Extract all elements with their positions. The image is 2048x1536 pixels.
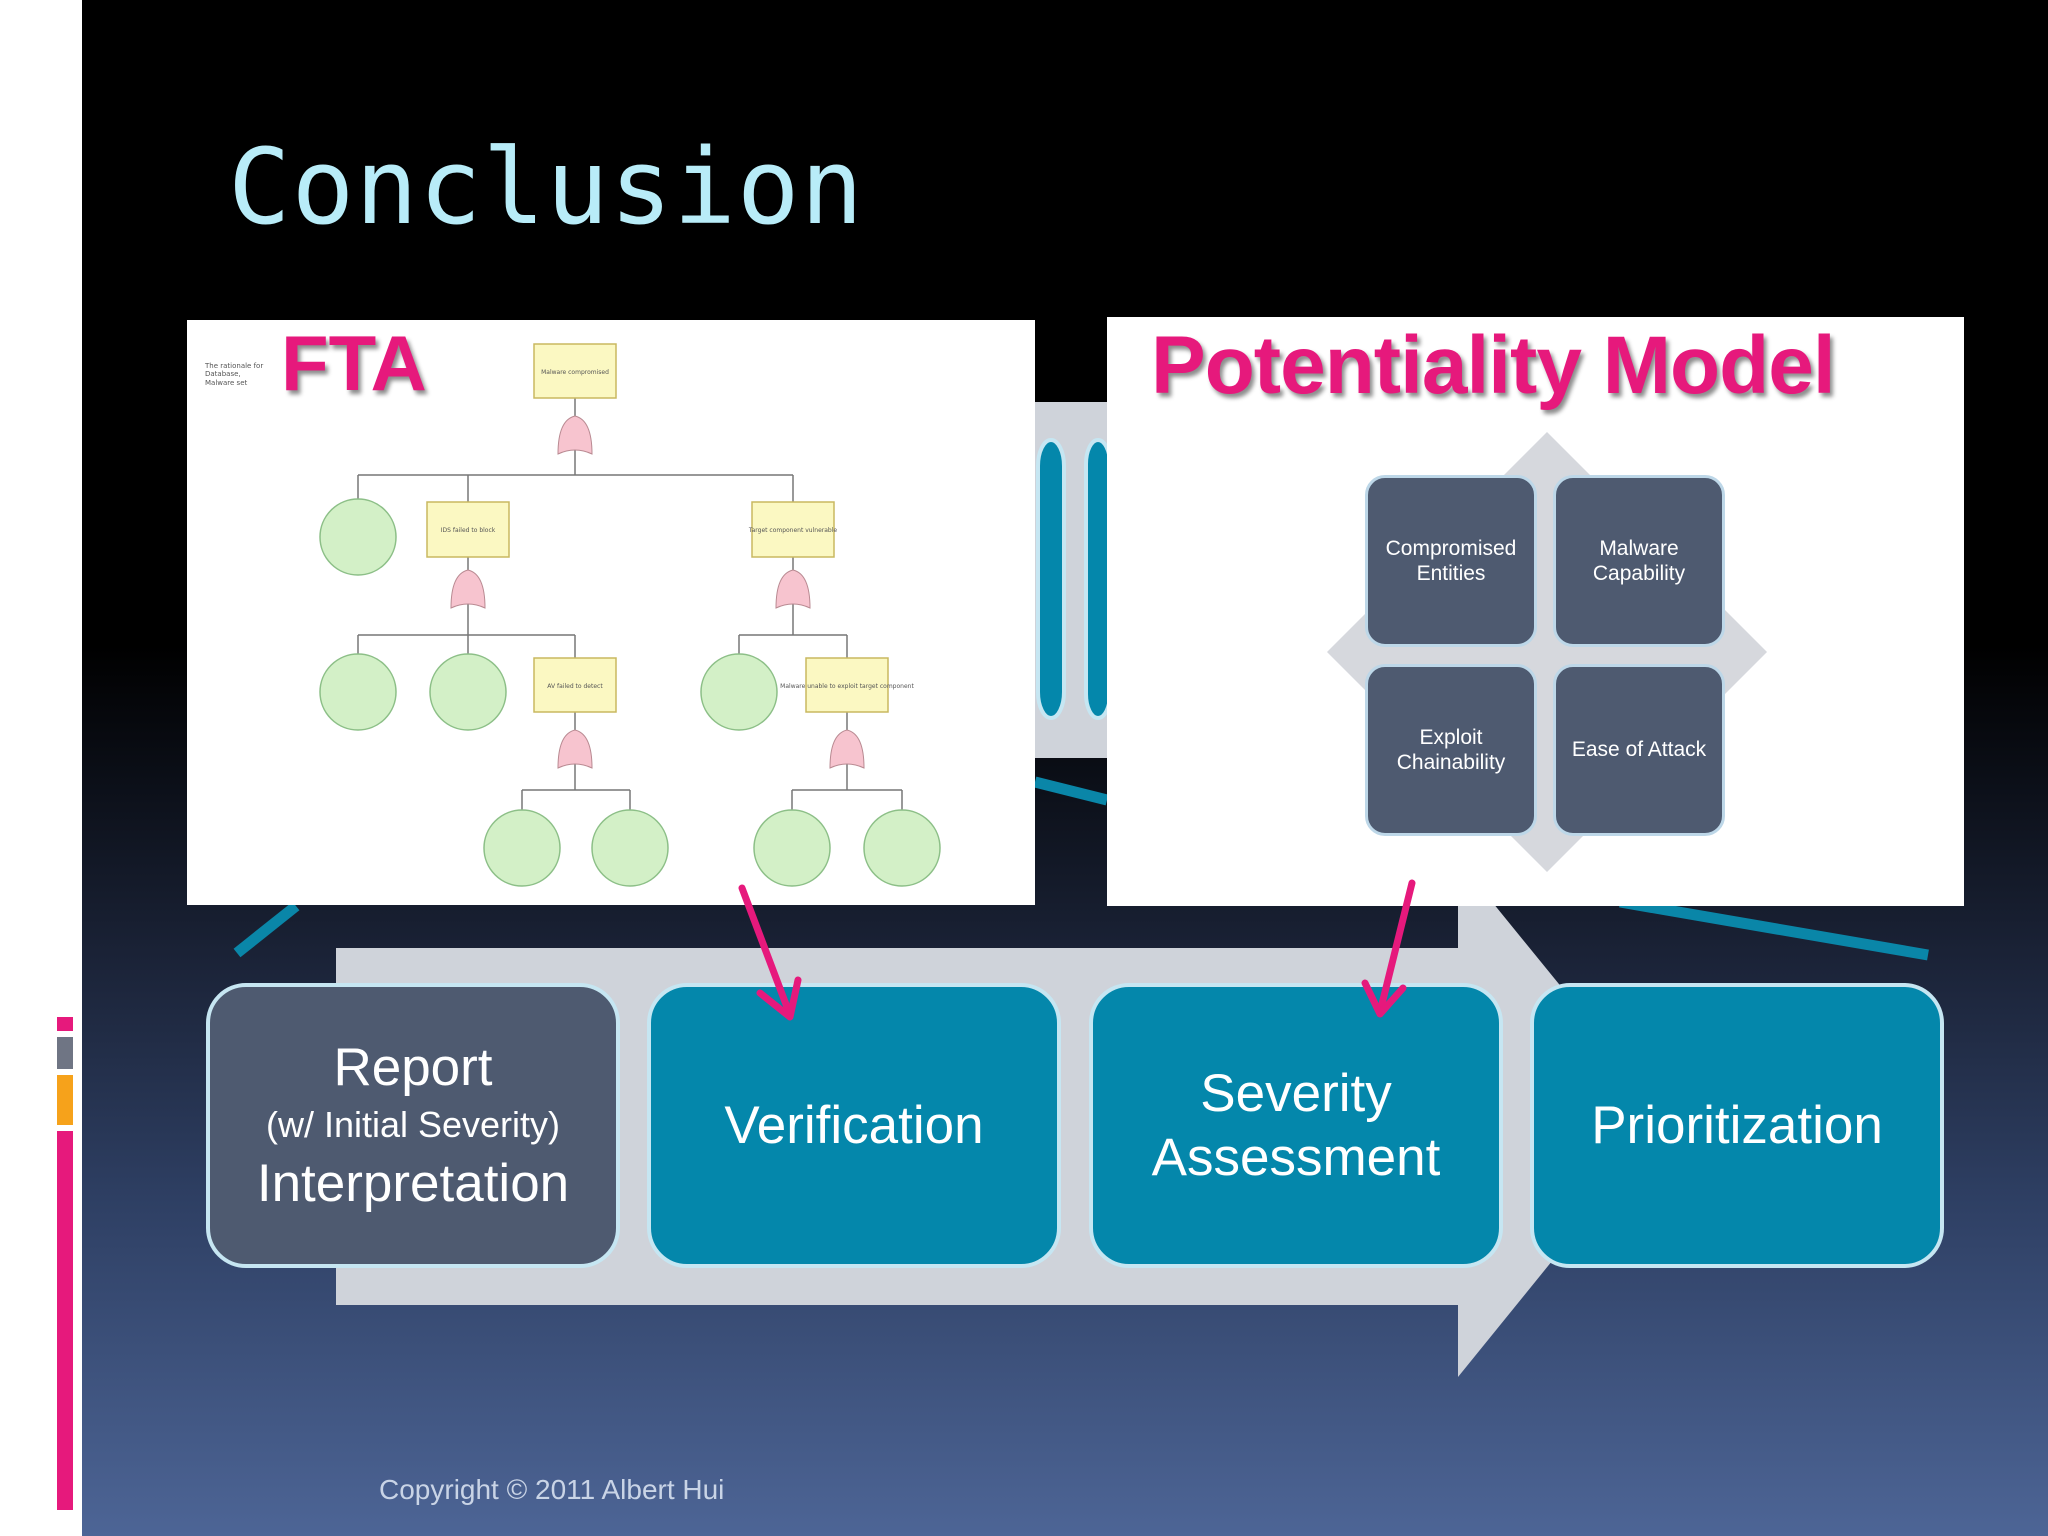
potentiality-model-title: Potentiality Model bbox=[1151, 320, 1836, 411]
accent-bar-pink-top bbox=[57, 1017, 73, 1031]
fta-title: FTA bbox=[281, 319, 427, 407]
step-4-label: Prioritization bbox=[1591, 1095, 1883, 1155]
pm-quadrant-label: Exploit Chainability bbox=[1396, 725, 1506, 774]
fta-mid-right-label: Target component vulnerable bbox=[748, 527, 837, 534]
pm-quadrant-label: Ease of Attack bbox=[1571, 738, 1707, 762]
potentiality-model-card: Potentiality Model Compromised Entities … bbox=[1107, 317, 1964, 906]
accent-bar-gray bbox=[57, 1037, 73, 1069]
arrow-fta-head bbox=[756, 976, 802, 1021]
arrow-model-head bbox=[1361, 979, 1407, 1018]
step-severity-assessment: Severity Assessment bbox=[1089, 983, 1503, 1268]
fta-event-box-mid-right bbox=[751, 501, 835, 558]
step-2-label: Verification bbox=[724, 1095, 984, 1155]
fta-or-gate-sub-left bbox=[557, 729, 593, 769]
pm-quadrant-exploit-chainability: Exploit Chainability bbox=[1365, 664, 1537, 836]
teal-line-middle bbox=[1033, 776, 1109, 806]
teal-line-left bbox=[233, 901, 300, 958]
pm-quadrant-malware-capability: Malware Capability bbox=[1553, 475, 1725, 647]
title-stripes-decoration bbox=[48, 150, 82, 236]
fta-card: The rationale for Database, Malware set … bbox=[187, 320, 1035, 905]
fta-caption-note: The rationale for Database, Malware set bbox=[205, 362, 264, 387]
fta-basic-event-2 bbox=[319, 653, 397, 731]
fta-basic-event-8 bbox=[863, 809, 941, 887]
accent-bar-pink-long bbox=[57, 1131, 73, 1510]
slide-title: Conclusion bbox=[228, 126, 865, 248]
step-1-line-2: (w/ Initial Severity) bbox=[265, 1104, 561, 1146]
pm-quadrant-label: Compromised Entities bbox=[1385, 536, 1517, 585]
step-1-line-1: Report bbox=[333, 1037, 493, 1097]
step-1-line-3: Interpretation bbox=[256, 1153, 570, 1213]
step-report-interpretation: Report (w/ Initial Severity) Interpretat… bbox=[206, 983, 620, 1268]
accent-bar-orange bbox=[57, 1075, 73, 1125]
fta-event-box-top bbox=[533, 343, 617, 399]
fta-or-gate-left bbox=[450, 569, 486, 609]
fta-basic-event-3 bbox=[429, 653, 507, 731]
fta-basic-event-7 bbox=[753, 809, 831, 887]
fta-sub-mid-label: AV failed to detect bbox=[547, 683, 603, 690]
fta-basic-event-1 bbox=[319, 498, 397, 576]
step-prioritization: Prioritization bbox=[1530, 983, 1944, 1268]
step-3-line-1: Severity bbox=[1200, 1063, 1392, 1123]
fta-or-gate-top bbox=[557, 415, 593, 455]
fta-basic-event-4 bbox=[700, 653, 778, 731]
fta-event-box-mid-left bbox=[426, 501, 510, 558]
pm-quadrant-ease-of-attack: Ease of Attack bbox=[1553, 664, 1725, 836]
fault-tree-diagram: Malware compromised IDS failed to block … bbox=[319, 343, 941, 887]
fta-or-gate-right bbox=[775, 569, 811, 609]
fta-or-gate-sub-right bbox=[829, 729, 865, 769]
hidden-step-box-1 bbox=[1036, 438, 1066, 720]
fta-event-box-sub-right bbox=[805, 657, 889, 713]
pm-quadrant-label: Malware Capability bbox=[1592, 536, 1686, 585]
step-verification: Verification bbox=[647, 983, 1061, 1268]
fta-basic-event-5 bbox=[483, 809, 561, 887]
pm-quadrant-compromised-entities: Compromised Entities bbox=[1365, 475, 1537, 647]
step-3-line-2: Assessment bbox=[1151, 1127, 1441, 1187]
fta-mid-left-label: IDS failed to block bbox=[441, 527, 496, 534]
fta-sub-right-label: Malware unable to exploit target compone… bbox=[780, 683, 914, 690]
fta-basic-event-6 bbox=[591, 809, 669, 887]
arrow-fta-to-verification bbox=[738, 884, 794, 1019]
fta-event-box-sub-mid bbox=[533, 657, 617, 713]
fta-top-label: Malware compromised bbox=[541, 369, 609, 376]
arrow-model-to-severity bbox=[1376, 879, 1416, 1016]
teal-line-right bbox=[1619, 896, 1929, 961]
copyright-footer: Copyright © 2011 Albert Hui bbox=[379, 1474, 725, 1505]
